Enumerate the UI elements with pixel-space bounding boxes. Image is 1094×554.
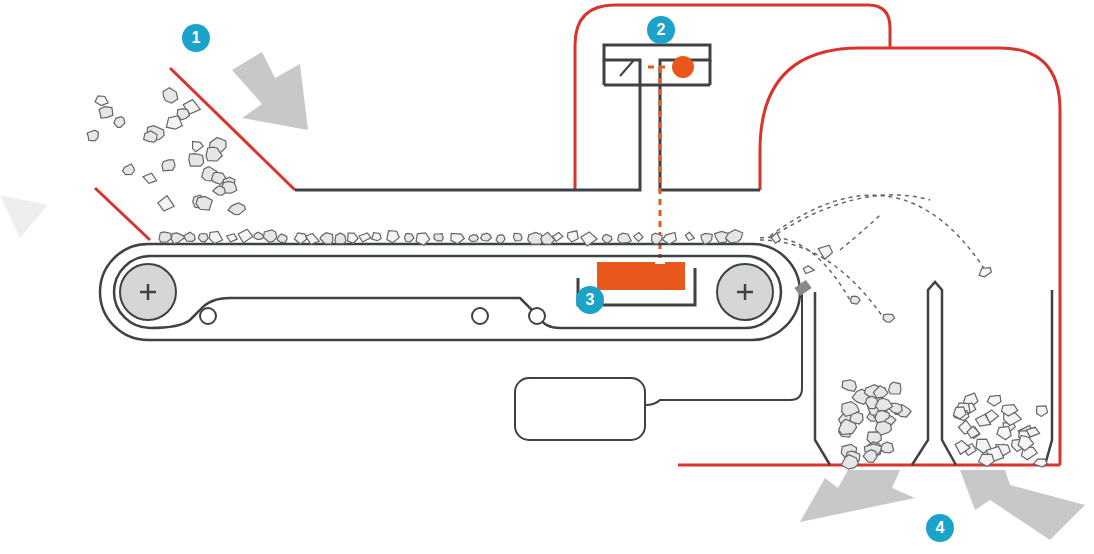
rock <box>198 234 208 243</box>
rock <box>1018 435 1034 450</box>
rock <box>880 442 893 453</box>
callout-number: 1 <box>182 24 210 52</box>
rock <box>213 186 226 196</box>
rock <box>158 196 174 211</box>
rock <box>842 402 860 417</box>
rock <box>987 395 1001 406</box>
rock <box>114 117 125 128</box>
rock <box>618 233 632 243</box>
rock <box>581 232 597 246</box>
rock <box>189 154 204 167</box>
rock <box>850 296 860 304</box>
rock <box>701 233 712 244</box>
rock <box>553 233 563 242</box>
rock <box>803 266 814 274</box>
rock <box>227 234 238 242</box>
rock <box>320 233 333 244</box>
rock <box>1034 459 1048 467</box>
rock <box>953 407 966 419</box>
rock <box>883 314 895 322</box>
rock <box>171 233 184 244</box>
rock <box>359 233 371 242</box>
callout-number: 2 <box>647 16 675 44</box>
rock <box>306 234 319 245</box>
rock <box>652 233 663 244</box>
callout-number: 3 <box>576 286 604 314</box>
rock <box>184 232 195 241</box>
rock <box>873 386 888 398</box>
rock <box>434 234 443 241</box>
rock <box>95 96 108 106</box>
rock <box>481 233 492 241</box>
rock <box>663 233 677 245</box>
rock <box>997 426 1011 439</box>
rock <box>416 233 430 245</box>
rock <box>166 116 182 129</box>
rock <box>634 233 643 242</box>
rock <box>841 455 858 470</box>
rock <box>979 454 995 466</box>
rock <box>875 411 889 423</box>
rock <box>387 231 400 243</box>
rock <box>143 173 157 183</box>
rock <box>87 130 98 141</box>
rock <box>976 414 991 426</box>
rock <box>685 232 694 240</box>
rock <box>294 233 307 244</box>
rock <box>264 230 277 242</box>
rock <box>123 164 135 175</box>
rock <box>238 229 253 243</box>
rock <box>979 268 991 277</box>
rock <box>228 203 246 215</box>
rock <box>602 235 612 244</box>
rock <box>348 233 359 243</box>
rock <box>196 196 212 210</box>
rock <box>99 107 113 119</box>
rock <box>863 450 877 463</box>
rock <box>469 235 479 242</box>
rock <box>451 233 465 243</box>
rock <box>568 231 579 242</box>
rock <box>372 233 381 241</box>
callout-number: 4 <box>926 514 954 542</box>
rock <box>159 232 172 242</box>
rock <box>889 382 901 394</box>
rock <box>163 88 178 103</box>
rock <box>771 233 780 244</box>
rock <box>1001 405 1017 417</box>
rock <box>277 234 287 242</box>
rock <box>404 233 414 241</box>
rock <box>967 426 980 438</box>
rock <box>193 141 204 151</box>
rock <box>818 245 832 259</box>
rock <box>1026 427 1039 437</box>
rock <box>541 232 555 244</box>
rock <box>496 235 505 243</box>
rock <box>335 233 346 244</box>
rock <box>162 160 175 171</box>
rock <box>875 398 892 410</box>
rock <box>1037 406 1048 417</box>
rock <box>842 380 856 392</box>
rock <box>513 233 522 241</box>
rock <box>254 232 264 239</box>
rock <box>206 147 222 161</box>
rock <box>955 441 970 455</box>
rock <box>144 131 157 142</box>
rock <box>209 231 222 243</box>
rock <box>726 230 743 243</box>
